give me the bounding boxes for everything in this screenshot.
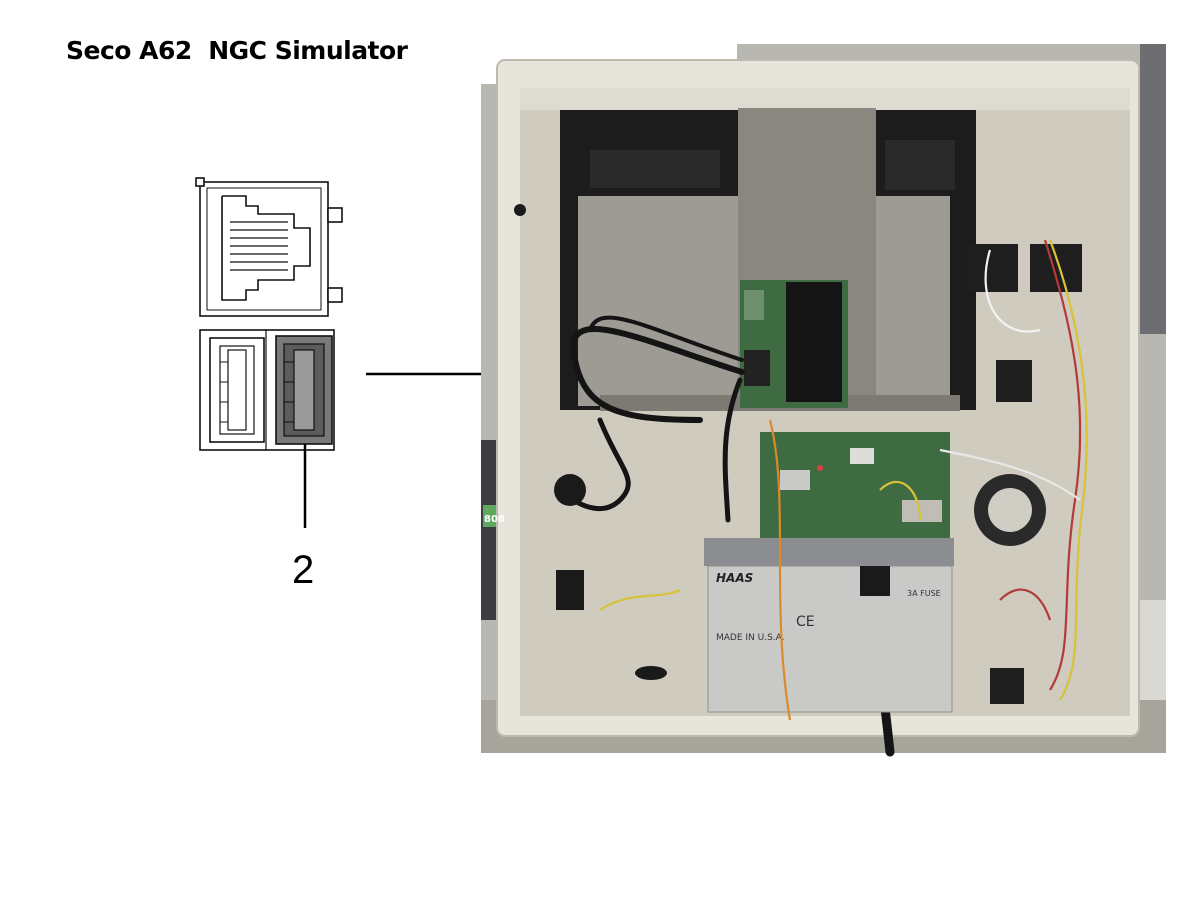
power-supply: HAAS MADE IN U.S.A. CE 3A FUSE [704,538,954,713]
sbc-board [740,280,848,408]
ethernet-port [195,177,343,317]
cabinet-side-fittings [514,204,667,680]
usb-port-left [209,337,265,443]
photo-label-side-tag: 808 [484,514,505,525]
usb-port-stack [199,329,335,451]
photo-label-ce: CE [796,614,815,630]
callout-number: 2 [292,548,315,592]
page-title: Seco A62 NGC Simulator [66,36,408,65]
photo-label-fuse: 3A FUSE [907,589,941,598]
photo-label-made-in: MADE IN U.S.A. [716,633,785,643]
usb-port-right [275,335,333,445]
io-board [760,432,950,542]
terminal-blocks [968,244,1082,704]
photo-label-brand: HAAS [716,571,753,585]
connector-diagram [195,177,738,528]
cabinet-photo: HAAS MADE IN U.S.A. CE 3A FUSE [481,44,1166,757]
